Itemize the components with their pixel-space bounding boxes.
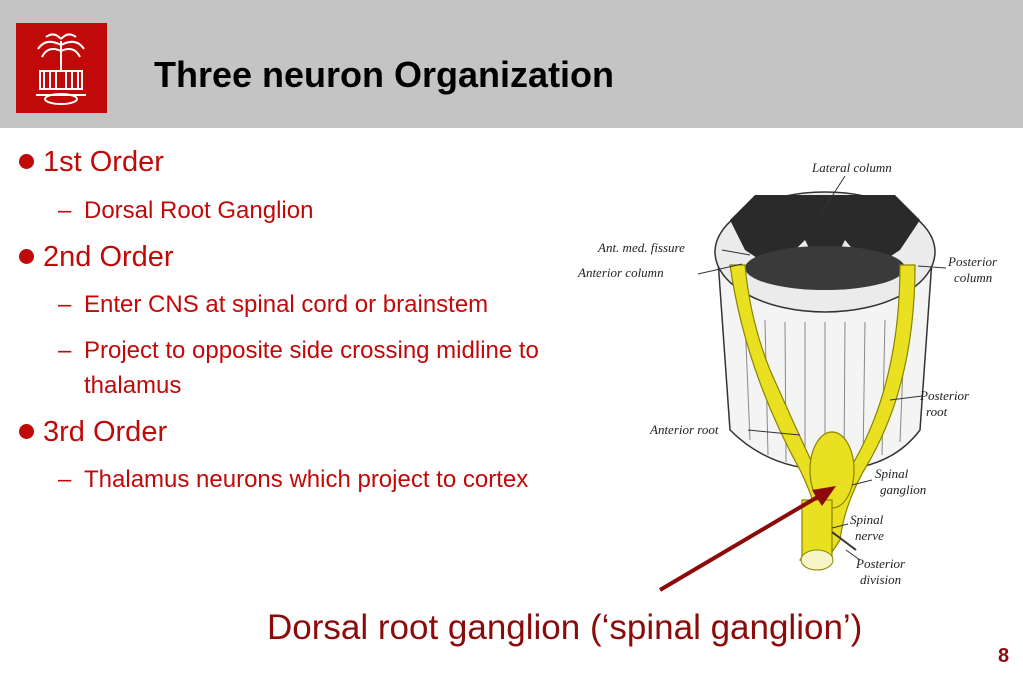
dash-marker: – [58, 466, 72, 493]
sub-bullet-text: Enter CNS at spinal cord or brainstem [84, 291, 489, 318]
bullet-label: 3rd Order [43, 416, 168, 448]
bullet-label: 1st Order [43, 146, 164, 178]
dash-marker: – [58, 197, 72, 224]
slide-title: Three neuron Organization [154, 54, 615, 95]
label-anterior-column: Anterior column [577, 265, 664, 280]
spinal-cord-diagram: Lateral column Ant. med. fissure Anterio… [570, 140, 1010, 595]
label-posterior-column-2: column [954, 270, 992, 285]
sub-bullet-text: Thalamus neurons which project to cortex [84, 466, 529, 493]
sub-bullet-dorsal-root-ganglion: – Dorsal Root Ganglion [58, 193, 584, 228]
label-spinal-ganglion-1: Spinal [875, 466, 909, 481]
bullet-dot [19, 424, 34, 439]
label-spinal-nerve-1: Spinal [850, 512, 884, 527]
bullet-label: 2nd Order [43, 241, 174, 273]
label-posterior-root-1: Posterior [919, 388, 970, 403]
label-posterior-division-1: Posterior [855, 556, 906, 571]
sub-bullet-text: Dorsal Root Ganglion [84, 197, 314, 224]
label-lateral-column: Lateral column [811, 160, 892, 175]
dash-marker: – [58, 337, 72, 364]
figure-caption: Dorsal root ganglion (‘spinal ganglion’) [267, 608, 863, 647]
sub-bullet-project-opposite: – Project to opposite side crossing midl… [58, 333, 544, 403]
slide-header: Three neuron Organization [0, 0, 1023, 128]
label-posterior-division-2: division [860, 572, 901, 587]
spinal-ganglion [809, 431, 855, 509]
sub-bullet-thalamus-neurons: – Thalamus neurons which project to cort… [58, 462, 564, 497]
sub-bullet-enter-cns: – Enter CNS at spinal cord or brainstem [58, 287, 604, 322]
page-number: 8 [998, 645, 1010, 667]
label-spinal-nerve-2: nerve [855, 528, 884, 543]
sub-bullet-text: Project to opposite side crossing midlin… [84, 337, 539, 399]
bullet-dot [19, 249, 34, 264]
label-posterior-column-1: Posterior [947, 254, 998, 269]
bullet-dot [19, 154, 34, 169]
bullet-third-order: 3rd Order [19, 416, 168, 449]
bullet-first-order: 1st Order [19, 146, 164, 179]
label-anterior-root: Anterior root [649, 422, 719, 437]
label-posterior-root-2: root [926, 404, 948, 419]
bullet-second-order: 2nd Order [19, 241, 174, 274]
label-spinal-ganglion-2: ganglion [880, 482, 926, 497]
university-seal-logo [16, 23, 107, 113]
label-ant-med-fissure: Ant. med. fissure [597, 240, 685, 255]
dash-marker: – [58, 291, 72, 318]
